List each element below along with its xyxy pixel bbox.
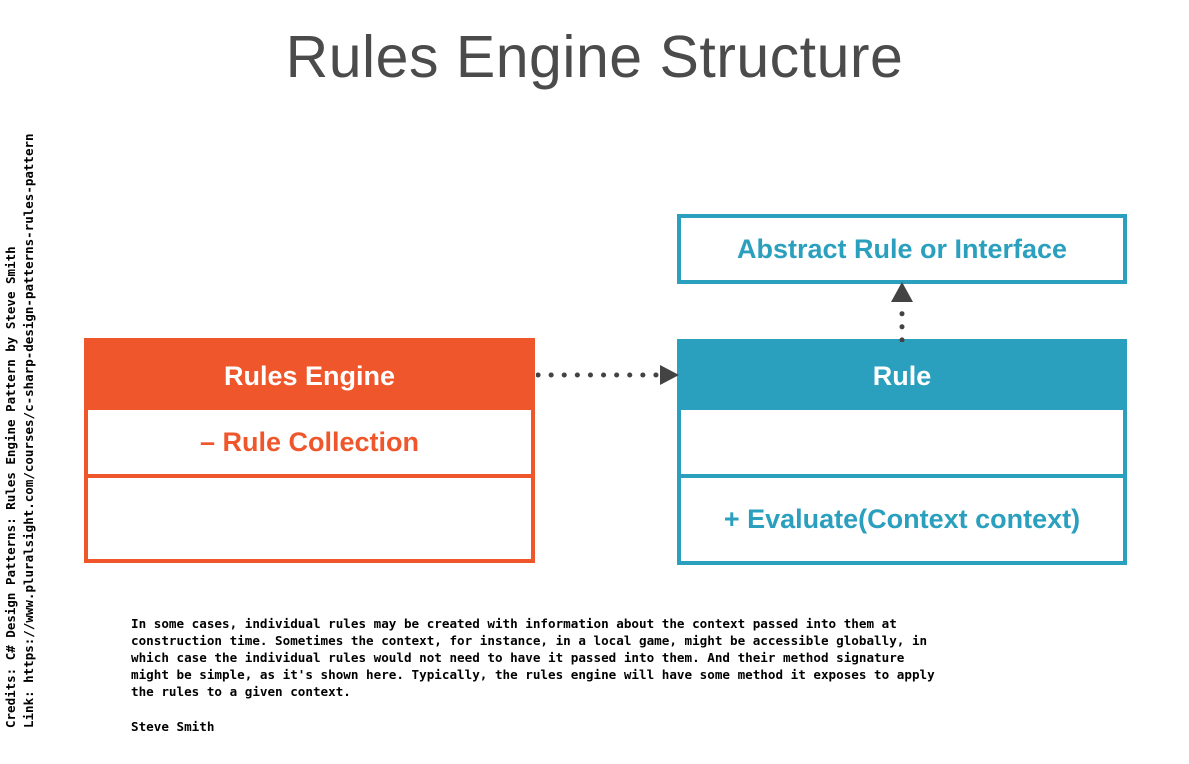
rule-attributes-compartment [681, 410, 1123, 478]
credits-sidebar: Credits: C# Design Patterns: Rules Engin… [0, 0, 62, 764]
rules-engine-methods-compartment [88, 478, 531, 559]
rules-engine-class-box: Rules Engine – Rule Collection [84, 338, 535, 563]
page-title: Rules Engine Structure [285, 24, 904, 90]
generalization-arrow-icon [891, 282, 913, 342]
abstract-rule-class-box: Abstract Rule or Interface [677, 214, 1127, 284]
rule-class-name: Rule [681, 343, 1123, 410]
rules-engine-class-name: Rules Engine [88, 342, 531, 410]
rules-engine-attributes-compartment: – Rule Collection [88, 410, 531, 478]
abstract-rule-class-name: Abstract Rule or Interface [736, 233, 1068, 264]
rule-methods-compartment: + Evaluate(Context context) [681, 478, 1123, 561]
credits-attribution-line: Credits: C# Design Patterns: Rules Engin… [3, 246, 18, 728]
rule-class-box: Rule + Evaluate(Context context) [677, 339, 1127, 565]
credits-link-line[interactable]: Link: https://www.pluralsight.com/course… [21, 133, 36, 728]
narration-paragraph: In some cases, individual rules may be c… [131, 616, 935, 699]
narration-signature: Steve Smith [131, 719, 215, 734]
dependency-arrow-icon [536, 365, 679, 385]
